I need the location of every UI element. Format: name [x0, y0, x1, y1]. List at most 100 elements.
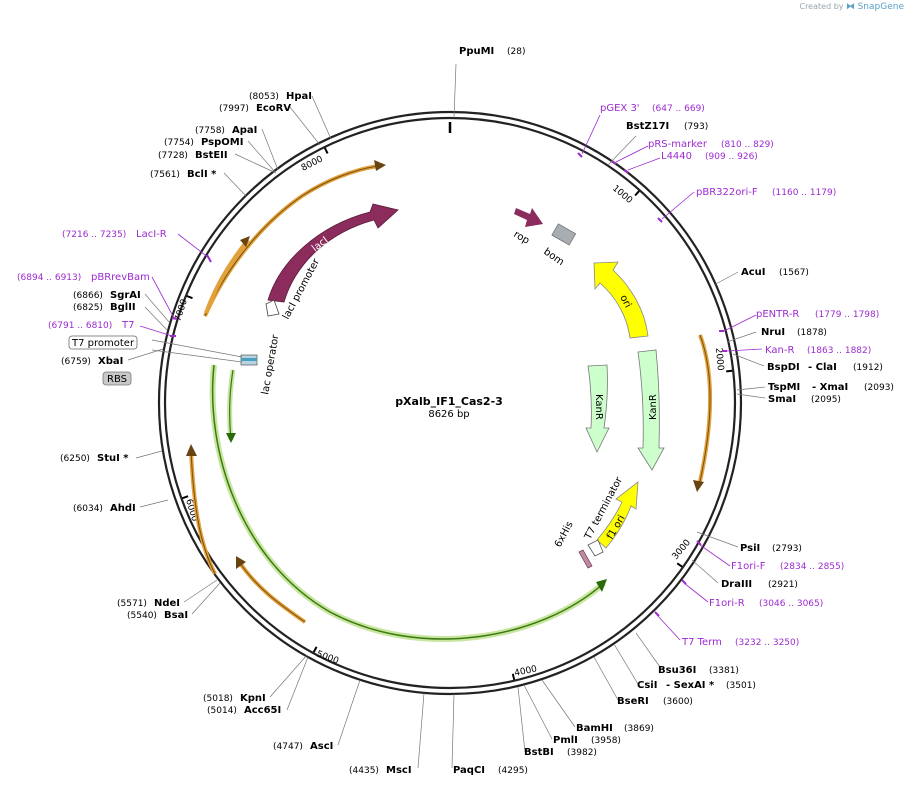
leader-apai	[261, 128, 279, 171]
enzyme-psii-name[interactable]: PsiI	[740, 543, 760, 554]
enzyme-bstz17i-name[interactable]: BstZ17I	[626, 121, 669, 132]
ori-feature-arrow[interactable]	[593, 261, 649, 339]
enzyme-csii-pos: (3501)	[726, 681, 756, 691]
orf-arrow-upper-left[interactable]	[203, 164, 379, 317]
tick-mark-7000	[186, 295, 193, 300]
enzyme-sexai-name[interactable]: - SexAI *	[666, 680, 715, 691]
primer-pgex3-name[interactable]: pGEX 3'	[600, 103, 640, 114]
enzyme-ppumi-name[interactable]: PpuMI	[459, 46, 494, 57]
enzyme-bsu36i-name[interactable]: Bsu36I	[658, 665, 696, 676]
enzyme-smai-name[interactable]: SmaI	[768, 394, 796, 405]
primer-f1ori-r-name[interactable]: F1ori-R	[709, 598, 745, 609]
primer-pgex3-pos: (647 .. 669)	[652, 104, 705, 114]
primer-kan-r-pos: (1863 .. 1882)	[807, 346, 871, 356]
enzyme-kpni-name[interactable]: KpnI	[240, 693, 266, 704]
primer-f1ori-f-name[interactable]: F1ori-F	[731, 561, 766, 572]
enzyme-bsteii-name[interactable]: BstEII	[195, 150, 228, 161]
leader-arui	[726, 331, 757, 343]
primer-pbr322-name[interactable]: pBR322ori-F	[696, 187, 758, 198]
enzyme-ndei-name[interactable]: NdeI	[154, 598, 180, 609]
leader-pbr322	[661, 191, 695, 220]
enzyme-ppumi-pos: (28)	[507, 47, 525, 57]
primer-laci-r-name[interactable]: LacI-R	[136, 229, 167, 240]
credit-prefix: Created by	[799, 2, 844, 11]
enzyme-xmai-name[interactable]: - XmaI	[812, 382, 848, 393]
primer-pbrrevbam-name[interactable]: pBRrevBam	[91, 272, 150, 283]
primer-pentr-name[interactable]: pENTR-R	[756, 309, 799, 320]
enzyme-leaders	[127, 63, 766, 769]
t7-terminator-marker[interactable]	[587, 539, 604, 557]
enzyme-bstz17i-pos: (793)	[684, 122, 708, 132]
primer-l4440-pos: (909 .. 926)	[705, 152, 758, 162]
enzyme-tspmi-pos: (2093)	[864, 383, 894, 393]
enzyme-pmli-pos: (3958)	[591, 736, 621, 746]
enzyme-msci-pos: (4435)	[349, 766, 379, 776]
enzyme-bspdi-name[interactable]: BspDI	[767, 362, 800, 373]
enzyme-csii-name[interactable]: CsiI	[637, 680, 657, 691]
enzyme-bcli-name[interactable]: BclI *	[187, 169, 217, 180]
enzyme-bglii-name[interactable]: BglII	[110, 302, 136, 313]
enzyme-paqci-name[interactable]: PaqCI	[453, 765, 485, 776]
primer-t7term-name[interactable]: T7 Term	[681, 637, 722, 648]
leader-f1ori-f	[699, 544, 731, 567]
orf-arrow-left-short[interactable]	[204, 238, 250, 314]
laci-promoter-arrow[interactable]	[265, 299, 280, 317]
enzyme-msci-name[interactable]: MscI	[386, 765, 412, 776]
enzyme-asci-name[interactable]: AscI	[310, 741, 333, 752]
primer-pbrrevbam-pos: (6894 .. 6913)	[17, 273, 81, 283]
his6-tag-marker[interactable]	[578, 549, 593, 569]
primer-mark-f1ori-r	[681, 579, 687, 585]
tick-mark-4000	[511, 673, 516, 680]
kanr-outer-arrow[interactable]	[637, 349, 665, 471]
orf-arrow-right[interactable]	[697, 334, 712, 487]
enzyme-bstbi-name[interactable]: BstBI	[524, 747, 554, 758]
enzyme-hpai-name[interactable]: HpaI	[286, 91, 312, 102]
leader-bseri	[593, 656, 619, 701]
enzyme-xbai-name[interactable]: XbaI	[98, 356, 123, 367]
enzyme-draiii-name[interactable]: DraIII	[721, 579, 752, 590]
tick-label-2000: 2000	[713, 347, 725, 371]
enzyme-clai-name[interactable]: - ClaI	[808, 362, 837, 373]
enzyme-acc65i-name[interactable]: Acc65I	[244, 705, 281, 716]
enzyme-acc65i-pos: (5014)	[207, 706, 237, 716]
enzyme-nrui-name[interactable]: NruI	[761, 327, 785, 338]
orf-green-short-head	[226, 433, 236, 443]
orf-arrow-lower-left-head	[236, 556, 246, 569]
rop-feature-arrow[interactable]	[514, 208, 543, 227]
enzyme-bsai-name[interactable]: BsaI	[164, 610, 188, 621]
enzyme-stui-pos: (6250)	[60, 454, 90, 464]
kanr-inner-label: KanR	[593, 394, 604, 420]
kanr-inner-arrow[interactable]	[585, 364, 610, 453]
f1-ori-arrow[interactable]	[596, 481, 639, 549]
enzyme-ahdi-name[interactable]: AhdI	[110, 503, 136, 514]
enzyme-stui-name[interactable]: StuI *	[97, 453, 129, 464]
laci-feature-arrow[interactable]	[267, 203, 399, 303]
bom-feature-box[interactable]	[551, 223, 577, 246]
enzyme-tspmi-name[interactable]: TspMI	[768, 382, 800, 393]
enzyme-sgrai-name[interactable]: SgrAI	[110, 290, 141, 301]
primer-mark-prs	[611, 160, 617, 165]
leader-t7	[139, 325, 173, 337]
enzyme-pmli-name[interactable]: PmlI	[553, 735, 578, 746]
orf-arrow-lower-left-core	[237, 559, 306, 623]
rbs-box[interactable]	[102, 371, 132, 386]
enzyme-nrui-pos: (1878)	[797, 328, 827, 338]
enzyme-apai-name[interactable]: ApaI	[232, 125, 257, 136]
enzyme-acui-name[interactable]: AcuI	[741, 267, 766, 278]
tick-mark-5000	[312, 646, 318, 653]
enzyme-bamhi-name[interactable]: BamHI	[576, 723, 613, 734]
t7-promoter-box[interactable]	[68, 335, 138, 350]
enzyme-ndei-pos: (5571)	[117, 599, 147, 609]
rbs-label: RBS	[107, 374, 127, 385]
enzyme-bseri-name[interactable]: BseRI	[617, 696, 649, 707]
primer-f1ori-f-pos: (2834 .. 2855)	[780, 562, 844, 572]
primer-kan-r-name[interactable]: Kan-R	[765, 345, 794, 356]
primer-prs-name[interactable]: pRS-marker	[648, 139, 708, 150]
enzyme-pspomi-name[interactable]: PspOMI	[201, 137, 243, 148]
leader-acui	[713, 271, 739, 286]
enzyme-ecorv-name[interactable]: EcoRV	[256, 103, 291, 114]
primer-l4440-name[interactable]: L4440	[661, 151, 692, 162]
primer-t7term-pos: (3232 .. 3250)	[735, 638, 799, 648]
primer-t7-name[interactable]: T7	[121, 320, 134, 331]
